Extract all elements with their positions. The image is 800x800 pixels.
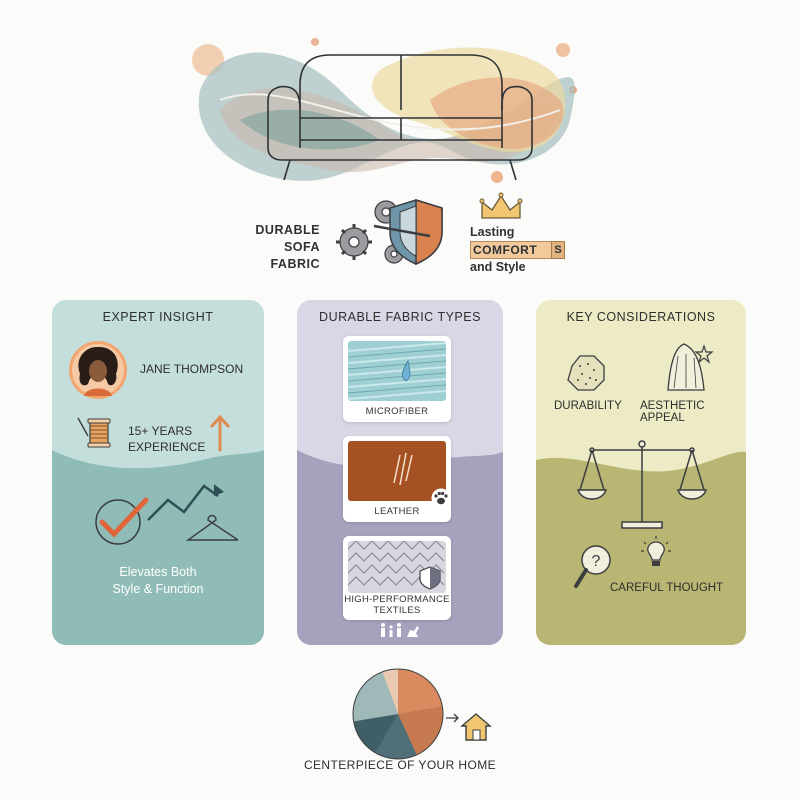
tagline-line: Style & Function [112,582,204,596]
expert-insight-panel: EXPERT INSIGHT JANE THOMPSON 15+ YEARS E… [52,300,264,645]
tagline-line: Elevates Both [119,565,197,579]
headline-lasting-comfort: Lasting COMFORT S and Style [470,224,566,275]
footer-caption: CENTERPIECE OF YOUR HOME [303,758,497,772]
drape-star-aesthetic-icon [667,343,714,391]
fabric-types-panel: DURABLE FABRIC TYPES MICROFIBER [297,300,503,645]
balance-scale-icon [576,440,708,529]
comfort-badge: COMFORT S [470,241,566,259]
headline-and-style: and Style [470,260,526,274]
considerations-heading: KEY CONSIDERATIONS [566,310,716,324]
key-considerations-panel: KEY CONSIDERATIONS DURABILITY AESTHETIC … [536,300,746,645]
microfiber-swatch [348,341,446,401]
headline-word: SOFA [283,240,320,254]
growth-checkmark-hanger-icon [95,484,238,545]
magnifier-question-icon: ? [574,545,611,588]
svg-text:?: ? [592,553,601,570]
performance-label-line: HIGH-PERFORMANCE [344,594,450,605]
expert-name: JANE THOMPSON [140,362,244,376]
durability-label: DURABILITY [554,400,622,412]
performance-swatch [348,541,446,593]
panel-wave-background [52,450,264,645]
thread-spool-icon [77,417,111,448]
arrow-up-icon [210,414,230,452]
microfiber-label: MICROFIBER [365,406,429,417]
fabric-swatch-wheel [352,668,444,760]
fabric-card-leather[interactable]: LEATHER [343,436,451,522]
expert-heading: EXPERT INSIGHT [102,310,214,324]
aesthetic-label: AESTHETIC APPEAL [640,400,705,424]
fabric-card-microfiber[interactable]: MICROFIBER [343,336,451,422]
leather-swatch [348,441,446,501]
experience-line: EXPERIENCE [128,440,206,454]
performance-label-line: TEXTILES [373,605,421,616]
crown-icon [479,192,523,219]
arrow-to-house-icon [446,713,492,741]
fabric-card-performance[interactable]: HIGH-PERFORMANCE TEXTILES [343,536,451,620]
headline-lasting: Lasting [470,225,515,239]
gears-shield-icon [336,198,443,266]
paw-print-icon [431,488,451,508]
careful-thought-label: CAREFUL THOUGHT [610,582,724,594]
avatar [69,341,127,399]
panel-wave-background [536,451,746,645]
performance-label: HIGH-PERFORMANCE TEXTILES [343,594,451,616]
comfort-badge-tail: S [551,241,566,259]
expert-tagline: Elevates Both Style & Function [52,564,264,598]
leather-label: LEATHER [374,506,420,517]
fabric-ball-durability-icon [567,355,605,391]
lightbulb-icon [641,536,671,566]
experience-text: 15+ YEARS EXPERIENCE [128,423,205,455]
sofa-hero-illustration [192,38,577,183]
years-line: 15+ YEARS [128,424,193,438]
fabric-heading: DURABLE FABRIC TYPES [319,310,481,324]
headline-durable-sofa-fabric: DURABLE SOFA FABRIC [238,222,320,273]
family-pets-icon [381,623,419,637]
headline-word: DURABLE [255,223,320,237]
headline-word: FABRIC [270,257,320,271]
comfort-label: COMFORT [473,243,538,257]
